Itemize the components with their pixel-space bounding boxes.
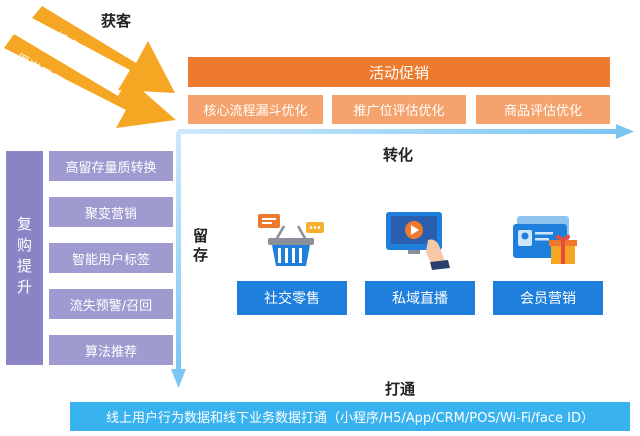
x-axis-arrowhead [616, 124, 634, 139]
convert-banner: 活动促销 [188, 57, 610, 87]
shopping-basket-icon [258, 214, 324, 266]
connect-title: 打通 [385, 380, 416, 398]
acquire-title: 获客 [101, 12, 132, 30]
retain-item-2: 聚变营销 [49, 197, 173, 227]
connect-bar: 线上用户行为数据和线下业务数据打通（小程序/H5/App/CRM/POS/Wi-… [70, 402, 630, 431]
retain-item-3: 智能用户标签 [49, 243, 173, 273]
convert-sub-2: 推广位评估优化 [332, 95, 466, 124]
channel-button-3: 会员营销 [493, 281, 603, 315]
channel-button-1: 社交零售 [237, 281, 347, 315]
retain-axis-label: 留存 [191, 228, 209, 266]
live-stream-icon [386, 212, 450, 270]
y-axis-arrowhead [171, 369, 186, 388]
acquire-arrow-2 [4, 34, 176, 128]
retain-item-1: 高留存量质转换 [49, 151, 173, 181]
retain-item-5: 算法推荐 [49, 335, 173, 365]
y-axis [176, 131, 181, 371]
retain-item-4: 流失预警/召回 [49, 289, 173, 319]
convert-sub-3: 商品评估优化 [476, 95, 610, 124]
retain-column: 复购提升 [6, 151, 43, 365]
convert-axis-label: 转化 [383, 146, 414, 164]
channel-button-2: 私域直播 [365, 281, 475, 315]
x-axis [178, 129, 618, 134]
acquire-arrows [4, 6, 176, 128]
convert-sub-1: 核心流程漏斗优化 [188, 95, 323, 124]
member-card-icon [513, 216, 577, 264]
acquire-arrow-1 [32, 6, 175, 93]
